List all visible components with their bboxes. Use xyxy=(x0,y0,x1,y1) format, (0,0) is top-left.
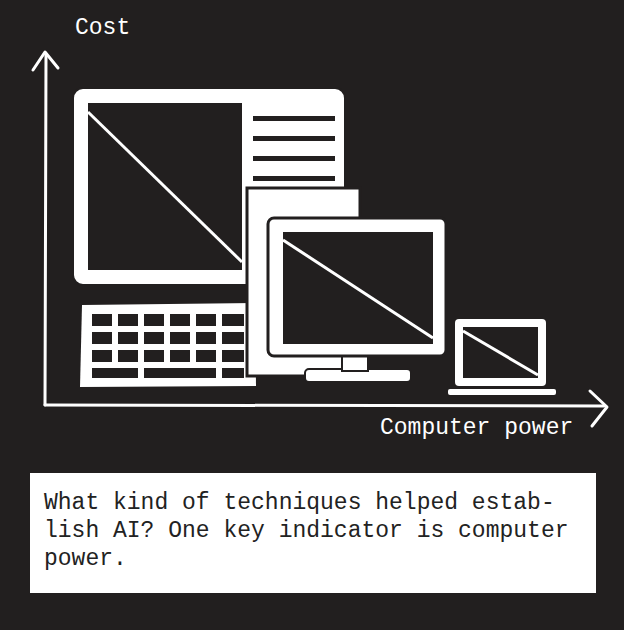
caption-text: What kind of techniques helped estab- li… xyxy=(44,489,582,573)
monitor-screen xyxy=(283,232,433,344)
axis-arrowhead xyxy=(33,52,58,70)
stripe xyxy=(253,136,335,141)
cost-axis xyxy=(45,54,46,405)
keyboard-keys xyxy=(92,314,244,378)
axis-arrowhead xyxy=(590,391,607,426)
modern-monitor xyxy=(268,218,446,356)
laptop-lid xyxy=(455,319,546,386)
caption-box: What kind of techniques helped estab- li… xyxy=(30,473,596,593)
panel-stripes xyxy=(253,116,335,181)
stripe xyxy=(253,116,335,121)
stripe xyxy=(253,176,335,181)
power-axis xyxy=(45,405,604,406)
screen-glare xyxy=(88,112,242,262)
keyboard xyxy=(80,303,256,387)
screen-glare xyxy=(283,240,433,338)
stripe xyxy=(253,156,335,161)
monitor-screen xyxy=(88,103,242,270)
screen-glare xyxy=(463,331,538,375)
laptop-base xyxy=(448,389,556,395)
axis-label: Computer power xyxy=(380,414,573,442)
laptop-screen xyxy=(463,327,538,378)
axis-label: Cost xyxy=(75,14,130,42)
